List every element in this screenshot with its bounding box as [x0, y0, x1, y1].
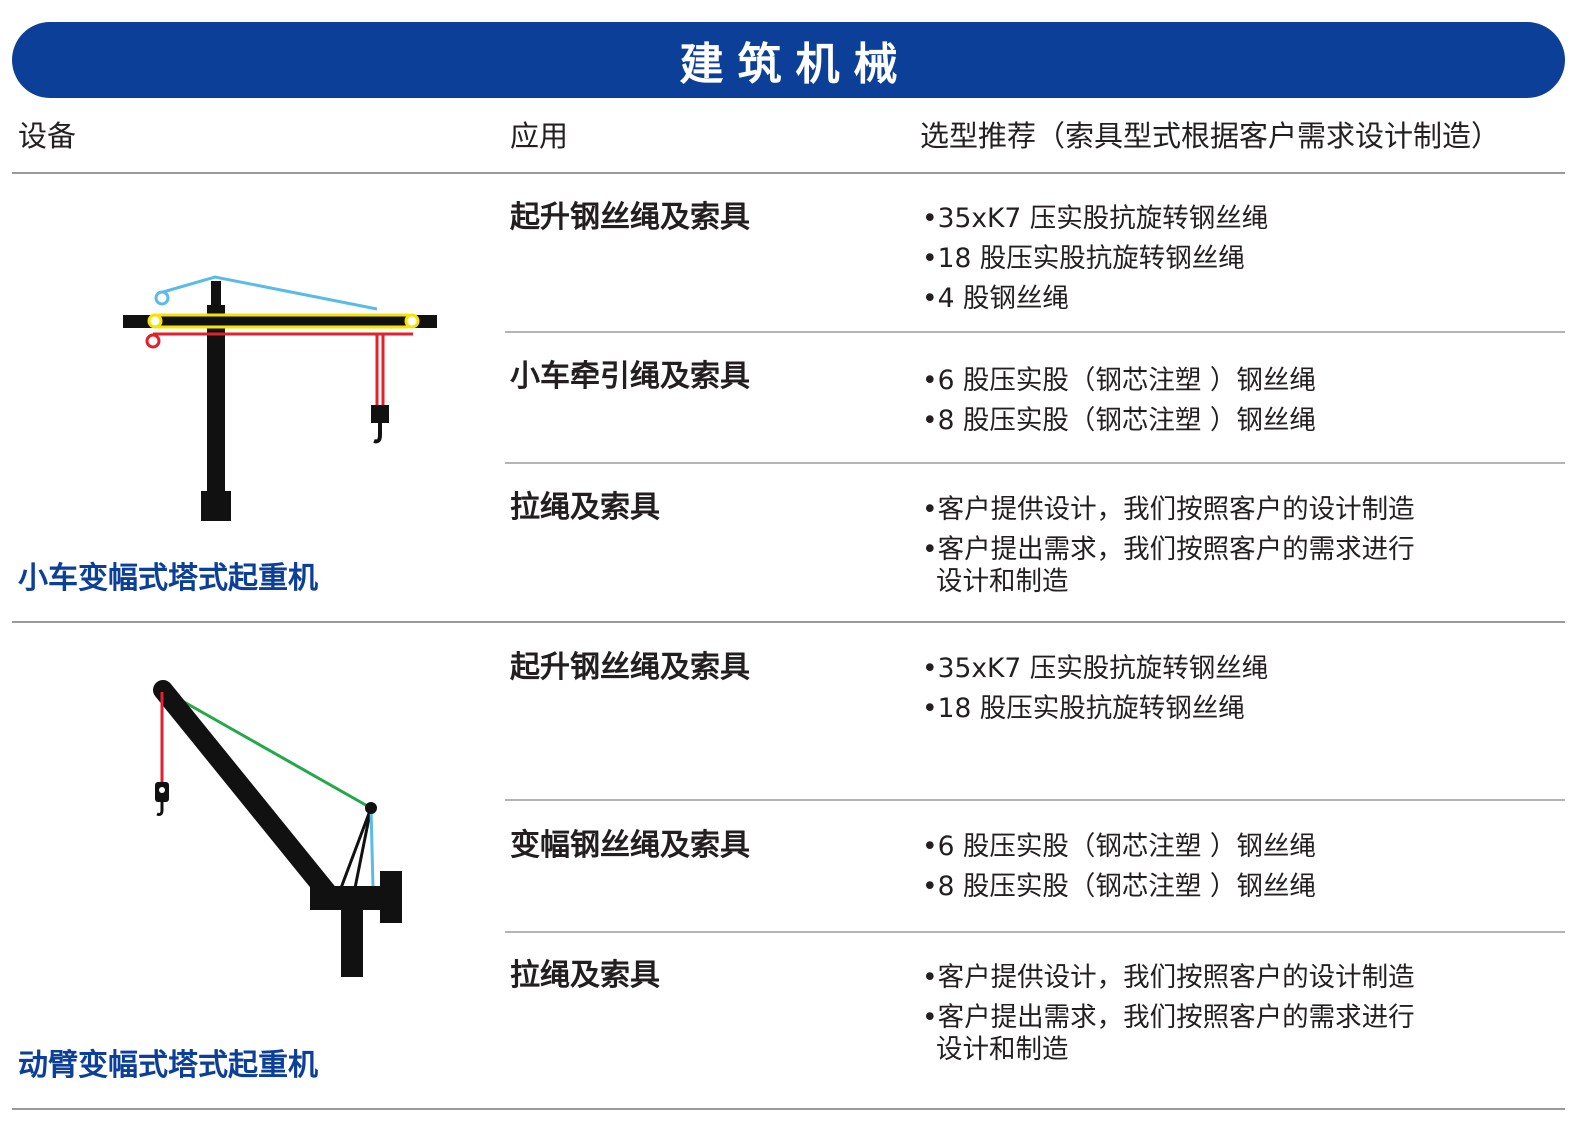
application-label: 起升钢丝绳及索具: [510, 200, 750, 235]
list-item-text: •客户提出需求，我们按照客户的需求进行: [922, 1002, 1415, 1033]
application-label: 变幅钢丝绳及索具: [510, 828, 750, 863]
equipment-name: 动臂变幅式塔式起重机: [18, 1048, 318, 1083]
recommendation-list: •6 股压实股（钢芯注塑 ）钢丝绳 •8 股压实股（钢芯注塑 ）钢丝绳: [922, 827, 1316, 907]
bottom-divider: [12, 1108, 1565, 1110]
header-equipment: 设备: [18, 119, 77, 153]
application-label: 拉绳及索具: [510, 490, 660, 525]
page-title: 建筑机械: [679, 39, 912, 90]
recommendation-list: •35xK7 压实股抗旋转钢丝绳 •18 股压实股抗旋转钢丝绳 •4 股钢丝绳: [922, 199, 1268, 319]
recommendation-list: •客户提供设计，我们按照客户的设计制造 •客户提出需求，我们按照客户的需求进行 …: [922, 958, 1415, 1066]
recommendation-list: •客户提供设计，我们按照客户的设计制造 •客户提出需求，我们按照客户的需求进行 …: [922, 490, 1415, 598]
list-item-continuation: 设计和制造: [936, 566, 1069, 597]
row-divider: [505, 931, 1565, 933]
application-label: 起升钢丝绳及索具: [510, 650, 750, 685]
row-divider: [505, 331, 1565, 333]
list-item: •客户提供设计，我们按照客户的设计制造: [922, 494, 1415, 525]
row-divider: [505, 462, 1565, 464]
list-item: •4 股钢丝绳: [922, 283, 1069, 314]
header-application: 应用: [510, 119, 569, 153]
section-divider: [12, 621, 1565, 623]
application-label: 拉绳及索具: [510, 958, 660, 993]
list-item: •8 股压实股（钢芯注塑 ）钢丝绳: [922, 871, 1316, 902]
equipment-name: 小车变幅式塔式起重机: [18, 561, 318, 596]
list-item: •18 股压实股抗旋转钢丝绳: [922, 243, 1245, 274]
list-item: •35xK7 压实股抗旋转钢丝绳: [922, 203, 1269, 234]
recommendation-list: •35xK7 压实股抗旋转钢丝绳 •18 股压实股抗旋转钢丝绳: [922, 649, 1268, 729]
recommendation-list: •6 股压实股（钢芯注塑 ）钢丝绳 •8 股压实股（钢芯注塑 ）钢丝绳: [922, 361, 1316, 441]
list-item: •6 股压实股（钢芯注塑 ）钢丝绳: [922, 365, 1316, 396]
row-divider: [505, 799, 1565, 801]
list-item: •6 股压实股（钢芯注塑 ）钢丝绳: [922, 831, 1316, 862]
list-item: •35xK7 压实股抗旋转钢丝绳: [922, 653, 1269, 684]
list-item-text: •客户提出需求，我们按照客户的需求进行: [922, 534, 1415, 565]
header-divider: [12, 172, 1565, 174]
application-label: 小车牵引绳及索具: [510, 359, 750, 394]
title-banner: 建筑机械: [12, 22, 1565, 98]
header-recommendation: 选型推荐（索具型式根据客户需求设计制造）: [920, 119, 1501, 153]
list-item-continuation: 设计和制造: [936, 1034, 1069, 1065]
list-item: •客户提供设计，我们按照客户的设计制造: [922, 962, 1415, 993]
list-item: •客户提出需求，我们按照客户的需求进行 设计和制造: [922, 998, 1415, 1066]
list-item: •8 股压实股（钢芯注塑 ）钢丝绳: [922, 405, 1316, 436]
list-item: •18 股压实股抗旋转钢丝绳: [922, 693, 1245, 724]
list-item: •客户提出需求，我们按照客户的需求进行 设计和制造: [922, 530, 1415, 598]
trolley-tower-crane-icon: [123, 275, 437, 521]
luffing-jib-tower-crane-icon: [153, 680, 402, 977]
